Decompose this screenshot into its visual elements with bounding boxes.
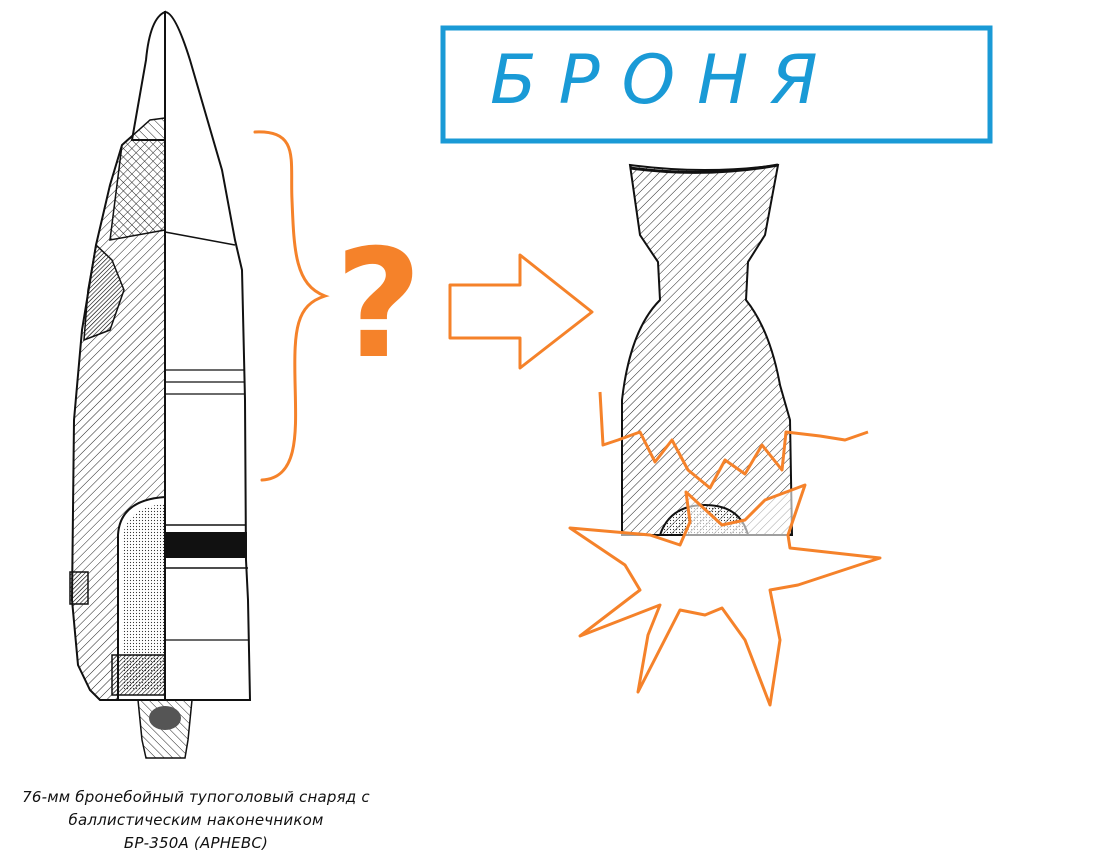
deformed-shell bbox=[621, 163, 794, 536]
bracket-annotation bbox=[253, 130, 330, 482]
caption-line-1: 76-мм бронебойный тупоголовый снаряд с bbox=[22, 788, 370, 806]
threaded-base bbox=[111, 654, 166, 696]
explosive-fill bbox=[122, 504, 165, 690]
ballistic-cap-left bbox=[130, 10, 166, 141]
deformed-body bbox=[621, 163, 794, 536]
left-band-notch bbox=[69, 571, 89, 605]
question-mark: ? bbox=[335, 218, 422, 392]
shell-cross-section bbox=[69, 10, 252, 759]
crack-line bbox=[598, 391, 869, 490]
rotating-band bbox=[165, 532, 247, 558]
right-arrow bbox=[448, 253, 594, 370]
armor-label: БРОНЯ bbox=[490, 41, 840, 120]
explosion-burst bbox=[568, 483, 882, 707]
bourrelet-dense bbox=[83, 243, 125, 342]
armor-box: БРОНЯ bbox=[440, 25, 993, 144]
cap-tip-hatched bbox=[109, 117, 166, 241]
deformed-nose-line bbox=[629, 163, 779, 174]
caption-line-2: баллистическим наконечником bbox=[68, 811, 324, 829]
shell-right-half bbox=[164, 10, 252, 701]
shell-caption: 76-мм бронебойный тупоголовый снаряд с б… bbox=[0, 786, 392, 855]
caption-line-3: БР-350А (АРНЕВС) bbox=[123, 834, 269, 852]
